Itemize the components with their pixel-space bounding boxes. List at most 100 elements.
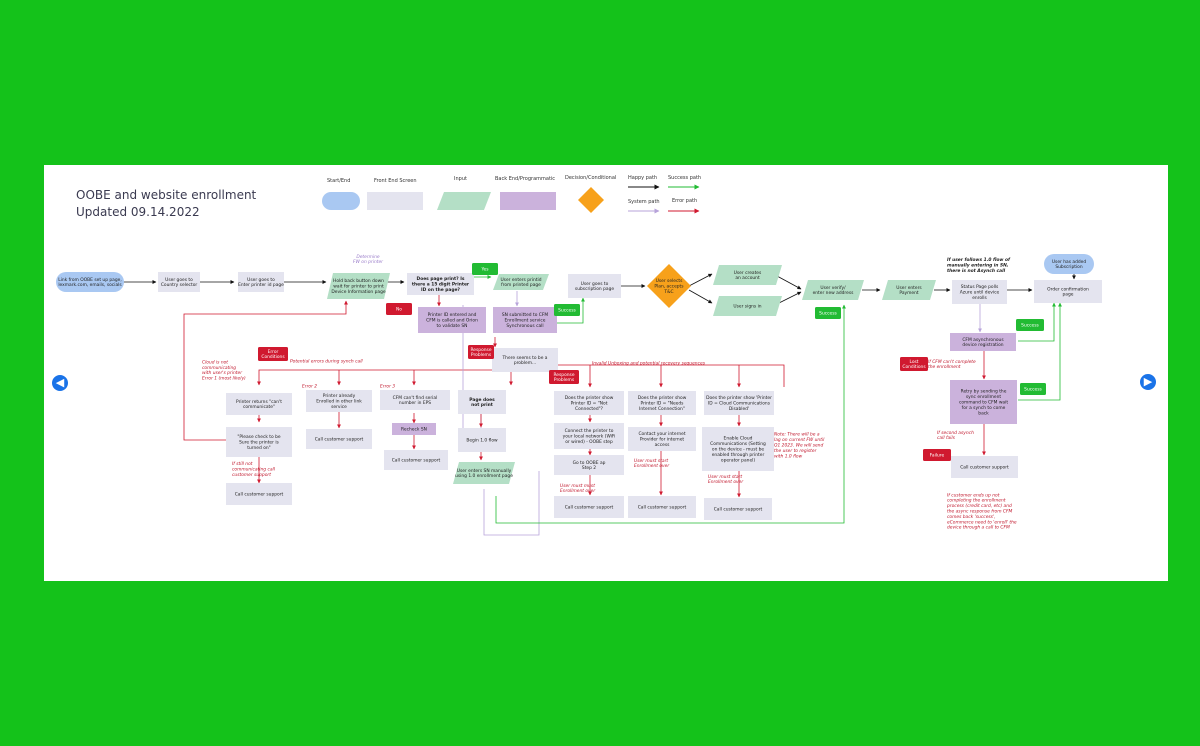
node-shape-n13s [815,307,841,319]
node-label-n43: Call customer support [638,505,687,511]
node-label-n8s: Success [558,308,576,314]
node-line: Problems [471,352,492,358]
node-line: Call customer support [392,458,441,464]
node-line: the enrollment [928,364,961,370]
node-line: Enable Cloud [724,436,753,442]
node-shape-n18s [1016,319,1044,331]
node-line: If CFM can't complete [928,359,976,365]
node-label-n32: Call customer support [392,458,441,464]
node-line: User selects [656,278,683,284]
legend-start-end-shape [322,192,360,210]
node-line: Conditions [902,364,926,370]
node-line: the user to register [774,448,818,454]
node-line: Provider for internet [640,437,685,443]
node-shape-n24r [258,347,288,361]
node-line: Yes [480,267,489,273]
edge-cfm-success [1018,302,1056,342]
node-shape-n32 [384,450,448,470]
legend-label-happy-path: Happy path [628,175,658,181]
node-line: Enter printer id page [238,282,284,288]
node-n5n: No [386,303,412,315]
connectors [122,272,1076,536]
node-line: CFM asynchronous [962,337,1004,343]
prev-page-button[interactable]: ◀ [52,375,68,391]
next-page-button[interactable]: ▶ [1140,374,1156,390]
node-label-n1: Link from OOBE set up page,lexmark.com, … [58,277,122,288]
legend-label-system-path: System path [628,199,660,205]
node-shape-n5y [472,263,498,275]
edge-manual-system [483,471,540,536]
node-shape-n29 [306,429,372,449]
edge-plan-to-signin [688,289,713,304]
node-shape-n44 [704,391,774,415]
node-line: call fails [937,435,956,441]
node-line: Does page print? Is [417,276,465,282]
edge-retry-success [1018,302,1062,401]
node-line: "Please check to be [237,434,281,440]
node-line: Link from OOBE set up page, [58,277,122,283]
node-line: Contact your internet [638,431,685,437]
node-line: Go to OOBE ap [573,460,606,466]
node-shape-n45 [702,427,774,471]
node-line: turned on" [247,445,270,451]
node-line: there is not Asynch call [947,268,1006,274]
node-n8s: Success [554,304,580,316]
node-shape-n27 [226,483,292,505]
node-line: an account [735,275,760,281]
node-line: operator panel) [721,457,755,463]
node-shape-n23r [468,345,494,359]
node-line: Error [268,349,279,355]
node-line: Connect the printer to [565,428,614,434]
node-n28n: Error 2 [302,384,317,390]
legend-label-error-path: Error path [672,198,698,204]
node-line: Device Information page [331,289,385,295]
edge-plan-to-create [688,273,713,287]
node-line: access [655,443,671,448]
node-label-n40: Call customer support [565,505,614,511]
node-shape-n16 [1044,254,1094,274]
node-shape-n2 [158,272,200,292]
node-line: process (credit card, etc) and [946,503,1012,509]
node-line: Error 2 [302,384,317,390]
node-n12: User signs in [713,296,782,316]
node-line: Enrollment service [505,318,546,324]
node-label-n29: Call customer support [315,437,364,443]
node-line: sync enrollment [966,394,1002,400]
node-shape-n21r [923,449,951,461]
node-line: Call customer support [315,437,364,443]
node-line: using 1.0 enrollment page [455,473,513,479]
node-line: lag on current FW until [774,437,825,443]
node-line: with 1.0 flow [774,453,803,459]
node-line: Enrollment over [708,479,744,485]
node-line: User goes to [165,277,193,283]
node-label-n31: Recheck SN [401,427,427,433]
node-line: Conditions [261,354,285,360]
node-line: Recheck SN [401,427,427,433]
node-line: Success [819,311,837,317]
